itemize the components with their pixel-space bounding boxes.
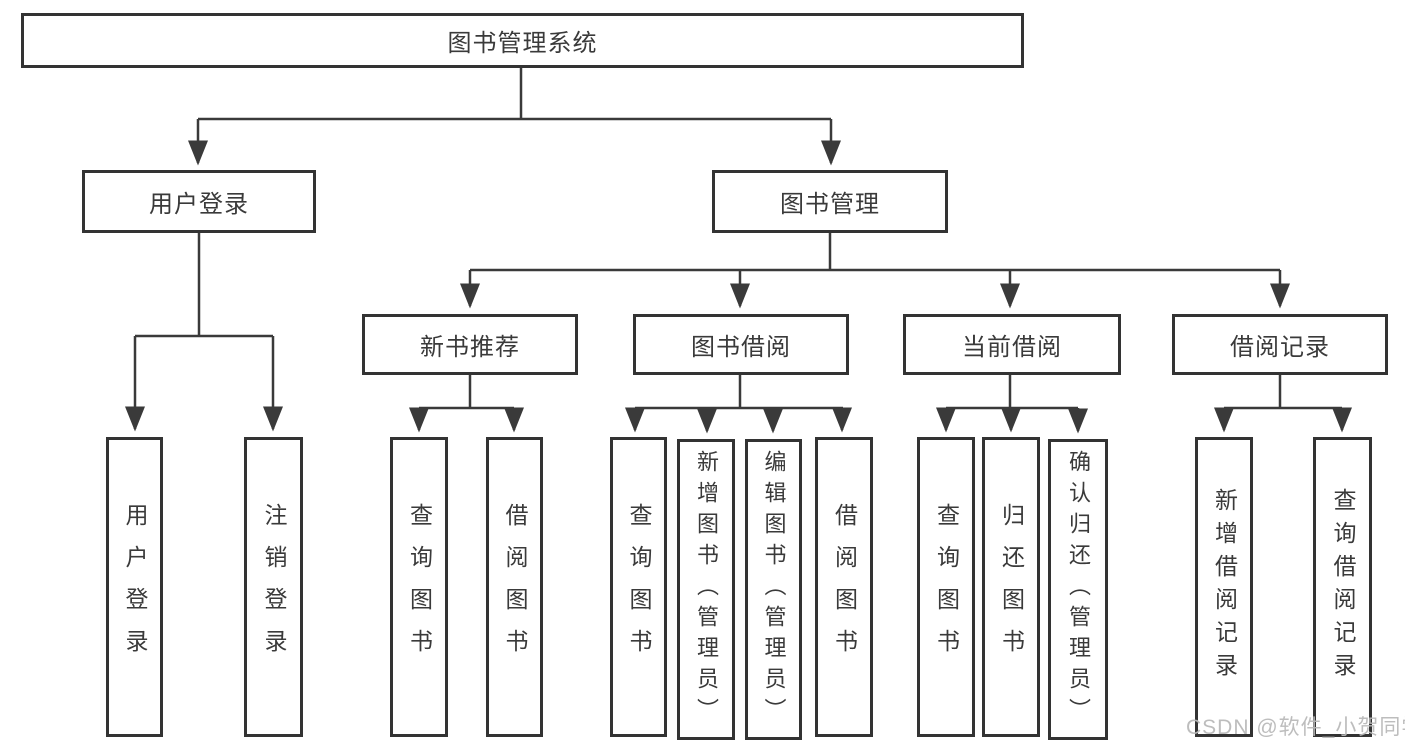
node-label: 当前借阅 [962,334,1062,361]
node-label: 查询借阅记录 [1330,488,1356,686]
node-label: 图书借阅 [691,334,791,361]
node-label: 图书管理系统 [447,30,598,57]
node-label: 注销登录 [261,503,287,671]
leaf-records-query-record: 查询借阅记录 [1313,437,1372,737]
node-label: 查询图书 [933,503,960,671]
node-root: 图书管理系统 [21,13,1024,68]
leaf-newbook-query-books: 查询图书 [390,437,448,737]
wire-root-split [198,68,831,121]
node-label: 新增借阅记录 [1211,488,1238,686]
leaf-borrowing-borrow-books: 借阅图书 [815,437,873,737]
node-label: 借阅图书 [502,503,528,671]
wire-current-split [946,375,1078,410]
node-label: 借阅图书 [831,503,858,671]
leaf-newbook-borrow-books: 借阅图书 [486,437,543,737]
wire-user-login-split [135,233,273,338]
node-new-book-recommendation: 新书推荐 [362,314,578,375]
node-current-borrowing: 当前借阅 [903,314,1121,375]
node-user-login: 用户登录 [82,170,316,233]
node-book-management: 图书管理 [712,170,948,233]
leaf-current-return-books: 归还图书 [982,437,1040,737]
leaf-borrowing-add-books-admin: 新增图书（管理员） [677,439,735,740]
leaf-borrowing-edit-books-admin: 编辑图书（管理员） [745,439,802,740]
leaf-records-add-record: 新增借阅记录 [1195,437,1253,737]
node-label: 新书推荐 [420,334,520,361]
node-label: 用户登录 [149,191,249,218]
leaf-current-query-books: 查询图书 [917,437,975,737]
node-label: 归还图书 [998,503,1025,671]
wire-borrowing-split [635,375,843,410]
leaf-user-login: 用户登录 [106,437,163,737]
node-label: 确认归还（管理员） [1066,450,1091,729]
wire-book-management-split [470,233,1280,272]
leaf-borrowing-query-books: 查询图书 [610,437,667,737]
node-book-borrowing: 图书借阅 [633,314,849,375]
leaf-logout: 注销登录 [244,437,303,737]
node-label: 编辑图书（管理员） [761,450,787,729]
leaf-current-confirm-return-admin: 确认归还（管理员） [1048,439,1108,740]
wire-new-book-split [419,375,514,410]
wire-records-split [1224,375,1342,410]
node-label: 新增图书（管理员） [694,450,719,729]
node-label: 查询图书 [406,503,433,671]
node-label: 查询图书 [626,503,652,671]
csdn-watermark: CSDN @软件_小贺同学 [1186,716,1405,739]
node-label: 借阅记录 [1230,334,1330,361]
node-label: 图书管理 [780,191,880,218]
node-borrowing-records: 借阅记录 [1172,314,1388,375]
node-label: 用户登录 [122,503,148,671]
